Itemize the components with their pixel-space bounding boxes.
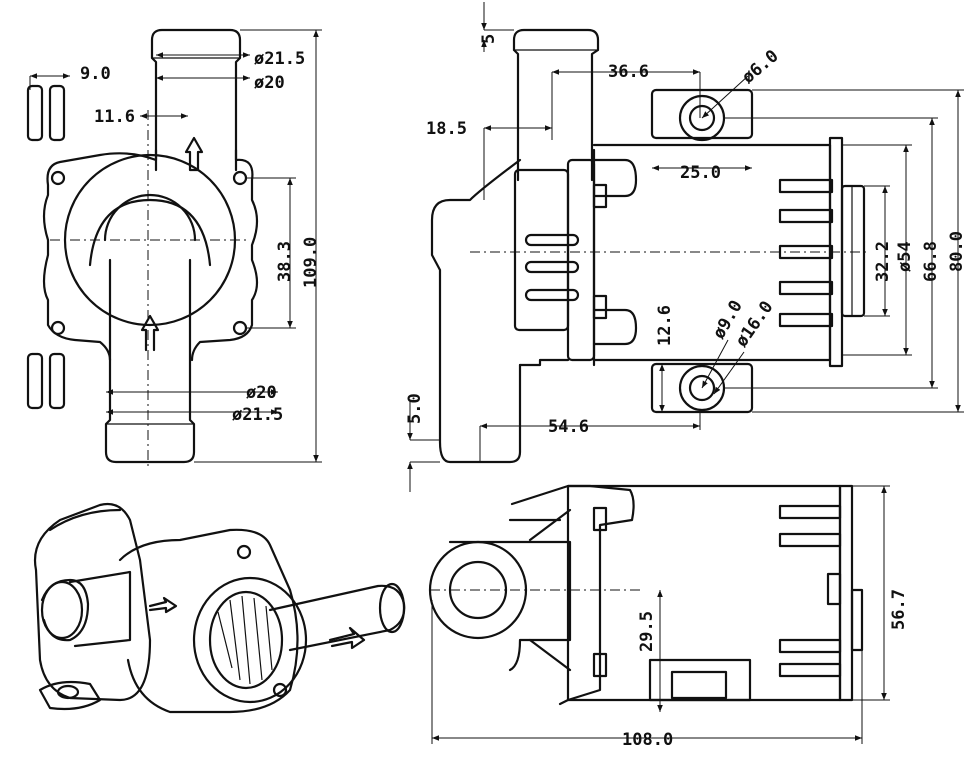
isometric-pump-illustration [33, 502, 406, 714]
dim-front-hole-spacing: 38.3 [275, 241, 295, 282]
dim-side-body-dia: ø54 [895, 241, 915, 272]
dim-front-outlet-inner: ø20 [254, 73, 285, 93]
dim-side-mount-hole: ø6.0 [738, 46, 782, 88]
top-view [428, 484, 890, 744]
side-view [407, 2, 964, 492]
dim-side-foot: 12.6 [655, 305, 675, 346]
dim-side-length-to-hole: 54.6 [548, 417, 589, 437]
dim-front-inlet-inner: ø20 [246, 383, 277, 403]
dim-side-inlet-offset: 18.5 [426, 119, 467, 139]
front-view [26, 28, 322, 470]
dim-front-outlet-outer: ø21.5 [254, 49, 305, 69]
dim-side-rear-flange: 32.2 [873, 241, 893, 282]
dim-side-total-height: 80.0 [947, 231, 967, 272]
dim-front-inlet-outer: ø21.5 [232, 405, 283, 425]
dim-side-outlet-offset: 36.6 [608, 62, 649, 82]
dim-side-top: 5 [479, 34, 499, 44]
dim-side-bottom: 5.0 [405, 393, 425, 424]
dim-top-length: 108.0 [622, 730, 673, 750]
dim-front-offset: 11.6 [94, 107, 135, 127]
dim-side-hole-x: 25.0 [680, 163, 721, 183]
dim-side-hole-spacing: 66.8 [921, 241, 941, 282]
dim-front-flange-width: 9.0 [80, 64, 111, 84]
dim-front-total-height: 109.0 [301, 237, 321, 288]
dim-top-height: 56.7 [889, 589, 909, 630]
dim-top-center: 29.5 [637, 611, 657, 652]
